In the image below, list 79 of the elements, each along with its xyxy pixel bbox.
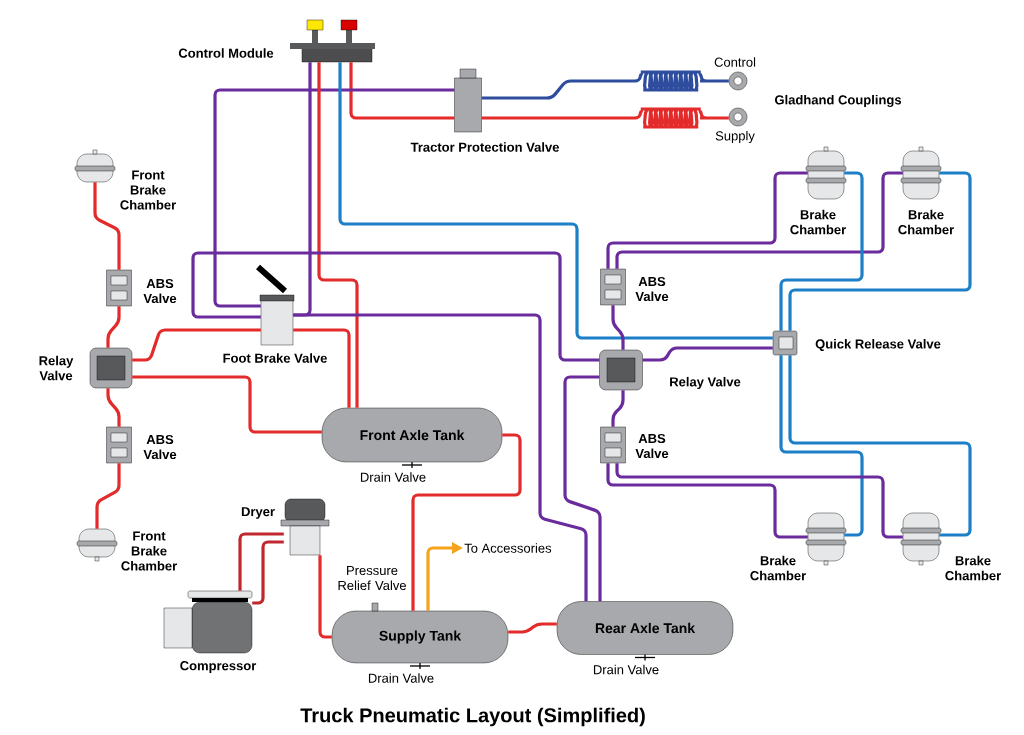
air-line — [93, 182, 121, 270]
abs-valve: ABS Valve — [106, 426, 177, 464]
node-label: Front Brake Chamber — [120, 170, 176, 210]
node-label: Drain Valve — [360, 472, 426, 482]
brake-chamber: Front Brake Chamber — [74, 149, 176, 210]
air-line — [788, 355, 972, 537]
relay-valve: Relay Valve — [39, 347, 133, 389]
node-label: Control — [714, 57, 756, 67]
air-line — [191, 251, 600, 362]
brake-chamber: Brake Chamber — [900, 512, 1001, 581]
node-label: Front Brake Chamber — [121, 531, 177, 571]
node-label: Compressor — [180, 661, 257, 673]
air-line — [615, 463, 903, 539]
air-line — [106, 306, 121, 348]
compressor: Compressor — [163, 590, 257, 673]
node-label: Brake Chamber — [750, 555, 806, 581]
air-line — [318, 555, 332, 639]
abs-valve: ABS Valve — [106, 269, 177, 307]
node-label: Control Module — [178, 48, 274, 58]
air-line — [106, 388, 121, 427]
node-label: Supply — [715, 130, 755, 144]
node-label: Relay Valve — [39, 355, 74, 381]
air-line — [132, 375, 322, 434]
abs-valve: ABS Valve — [600, 426, 669, 464]
foot-brake-valve: Foot Brake Valve — [223, 264, 327, 363]
part-label: Gladhand Couplings — [775, 94, 902, 108]
air-line — [95, 463, 121, 529]
air-line — [481, 107, 729, 129]
air-line — [213, 88, 455, 308]
node-label: Brake Chamber — [790, 209, 846, 235]
callout-label: To Accessories — [464, 543, 552, 553]
air-line — [563, 375, 602, 602]
air-line — [611, 305, 625, 350]
node-label: Relay Valve — [670, 376, 741, 390]
node-label: Tractor Protection Valve — [410, 142, 559, 152]
node-label: Brake Chamber — [898, 209, 954, 235]
brake-chamber: Front Brake Chamber — [76, 528, 177, 571]
air-line — [293, 328, 351, 408]
node-label: ABS Valve — [143, 434, 177, 460]
air-line — [481, 70, 729, 100]
diagram-title: Truck Pneumatic Layout (Simplified) — [300, 707, 645, 727]
air-tank: Rear Axle Tank Drain Valve — [556, 601, 734, 675]
air-line — [132, 328, 261, 362]
node-label: Brake Chamber — [945, 555, 1001, 581]
gladhand-coupling: Supply — [715, 107, 755, 144]
brake-chamber: Brake Chamber — [750, 512, 847, 581]
air-line — [293, 313, 588, 602]
protection-valve: Tractor Protection Valve — [410, 68, 559, 152]
node-label: Dryer — [241, 507, 275, 519]
air-line — [788, 171, 972, 331]
node-label: ABS Valve — [143, 278, 177, 304]
air-line — [317, 62, 359, 408]
air-line — [338, 62, 773, 340]
node-label: ABS Valve — [635, 433, 669, 459]
node-label: Drain Valve — [593, 664, 659, 675]
air-line — [606, 463, 808, 539]
node-label: ABS Valve — [635, 276, 669, 302]
quick-release-valve: Quick Release Valve — [772, 330, 941, 356]
air-tank: Front Axle Tank Drain Valve — [321, 407, 503, 482]
air-line — [642, 346, 773, 362]
node-label: Drain Valve — [368, 673, 434, 683]
gladhand-coupling: Control — [714, 57, 756, 91]
node-label: Quick Release Valve — [815, 339, 941, 351]
node-label: Foot Brake Valve — [223, 353, 327, 363]
air-line — [252, 540, 284, 605]
brake-chamber: Brake Chamber — [898, 146, 954, 235]
air-line — [508, 622, 557, 634]
air-tank: Supply Tank Drain Valve — [331, 602, 509, 683]
air-line — [349, 62, 455, 120]
air-line — [615, 171, 903, 269]
relay-valve: Relay Valve — [599, 349, 741, 391]
abs-valve: ABS Valve — [600, 268, 669, 306]
brake-chamber: Brake Chamber — [790, 146, 847, 235]
air-line — [611, 390, 625, 427]
air-line — [606, 171, 808, 269]
air-dryer: Dryer — [241, 498, 330, 556]
part-label: Pressure Relief Valve — [338, 565, 406, 591]
control-module: Control Module — [178, 19, 375, 63]
air-line — [238, 532, 284, 591]
